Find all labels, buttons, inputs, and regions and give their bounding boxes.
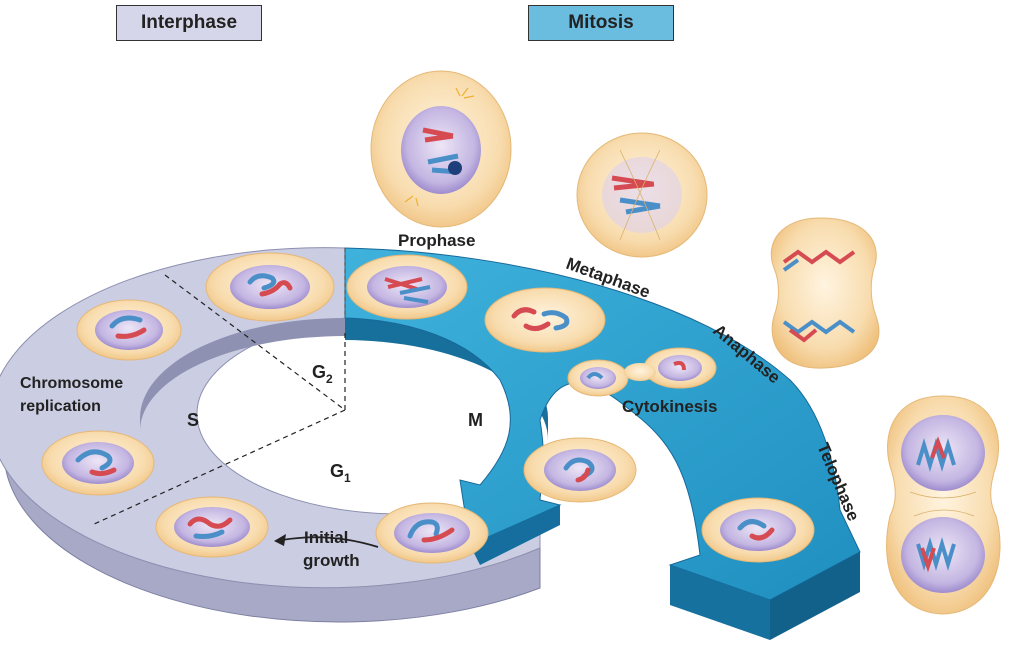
cell-anaphase-ring bbox=[567, 347, 717, 397]
initial-growth-arrow bbox=[281, 536, 379, 548]
chromosome-replication-label-line2: replication bbox=[20, 398, 101, 415]
cell-prophase-ring bbox=[346, 254, 468, 320]
cell-s-lower bbox=[41, 430, 155, 496]
cell-s-upper bbox=[76, 299, 182, 361]
cell-g1-right bbox=[375, 502, 489, 564]
cell-g2 bbox=[205, 252, 335, 322]
anaphase-detail-cell bbox=[770, 217, 880, 369]
cell-g1-blue bbox=[523, 437, 637, 503]
inner-arrow-side bbox=[470, 505, 560, 565]
telophase-detail-cell bbox=[886, 395, 1001, 615]
g2-label: G2 bbox=[312, 362, 333, 386]
outer-arrow-side bbox=[670, 565, 770, 640]
interphase-inner-wall bbox=[140, 318, 345, 430]
s-g2-divider bbox=[164, 274, 346, 411]
cell-metaphase-ring bbox=[484, 287, 606, 353]
interphase-header: Interphase bbox=[116, 5, 262, 41]
cytokinesis-label: Cytokinesis bbox=[622, 397, 717, 416]
metaphase-detail-cell bbox=[576, 132, 708, 258]
s-label: S bbox=[187, 410, 199, 430]
cell-g1-left bbox=[155, 496, 269, 558]
g1-label: G1 bbox=[330, 461, 351, 485]
outer-arrow-side-right bbox=[770, 552, 860, 640]
mitosis-header: Mitosis bbox=[528, 5, 674, 41]
cell-telophase-ring bbox=[701, 497, 815, 563]
initial-growth-arrowhead bbox=[274, 534, 286, 546]
prophase-label: Prophase bbox=[398, 231, 475, 250]
initial-growth-label-line2: growth bbox=[303, 551, 360, 570]
m-label: M bbox=[468, 410, 483, 430]
chromosome-replication-label-line1: Chromosome bbox=[20, 375, 123, 392]
prophase-detail-cell bbox=[370, 70, 512, 228]
s-g1-divider bbox=[91, 409, 346, 526]
